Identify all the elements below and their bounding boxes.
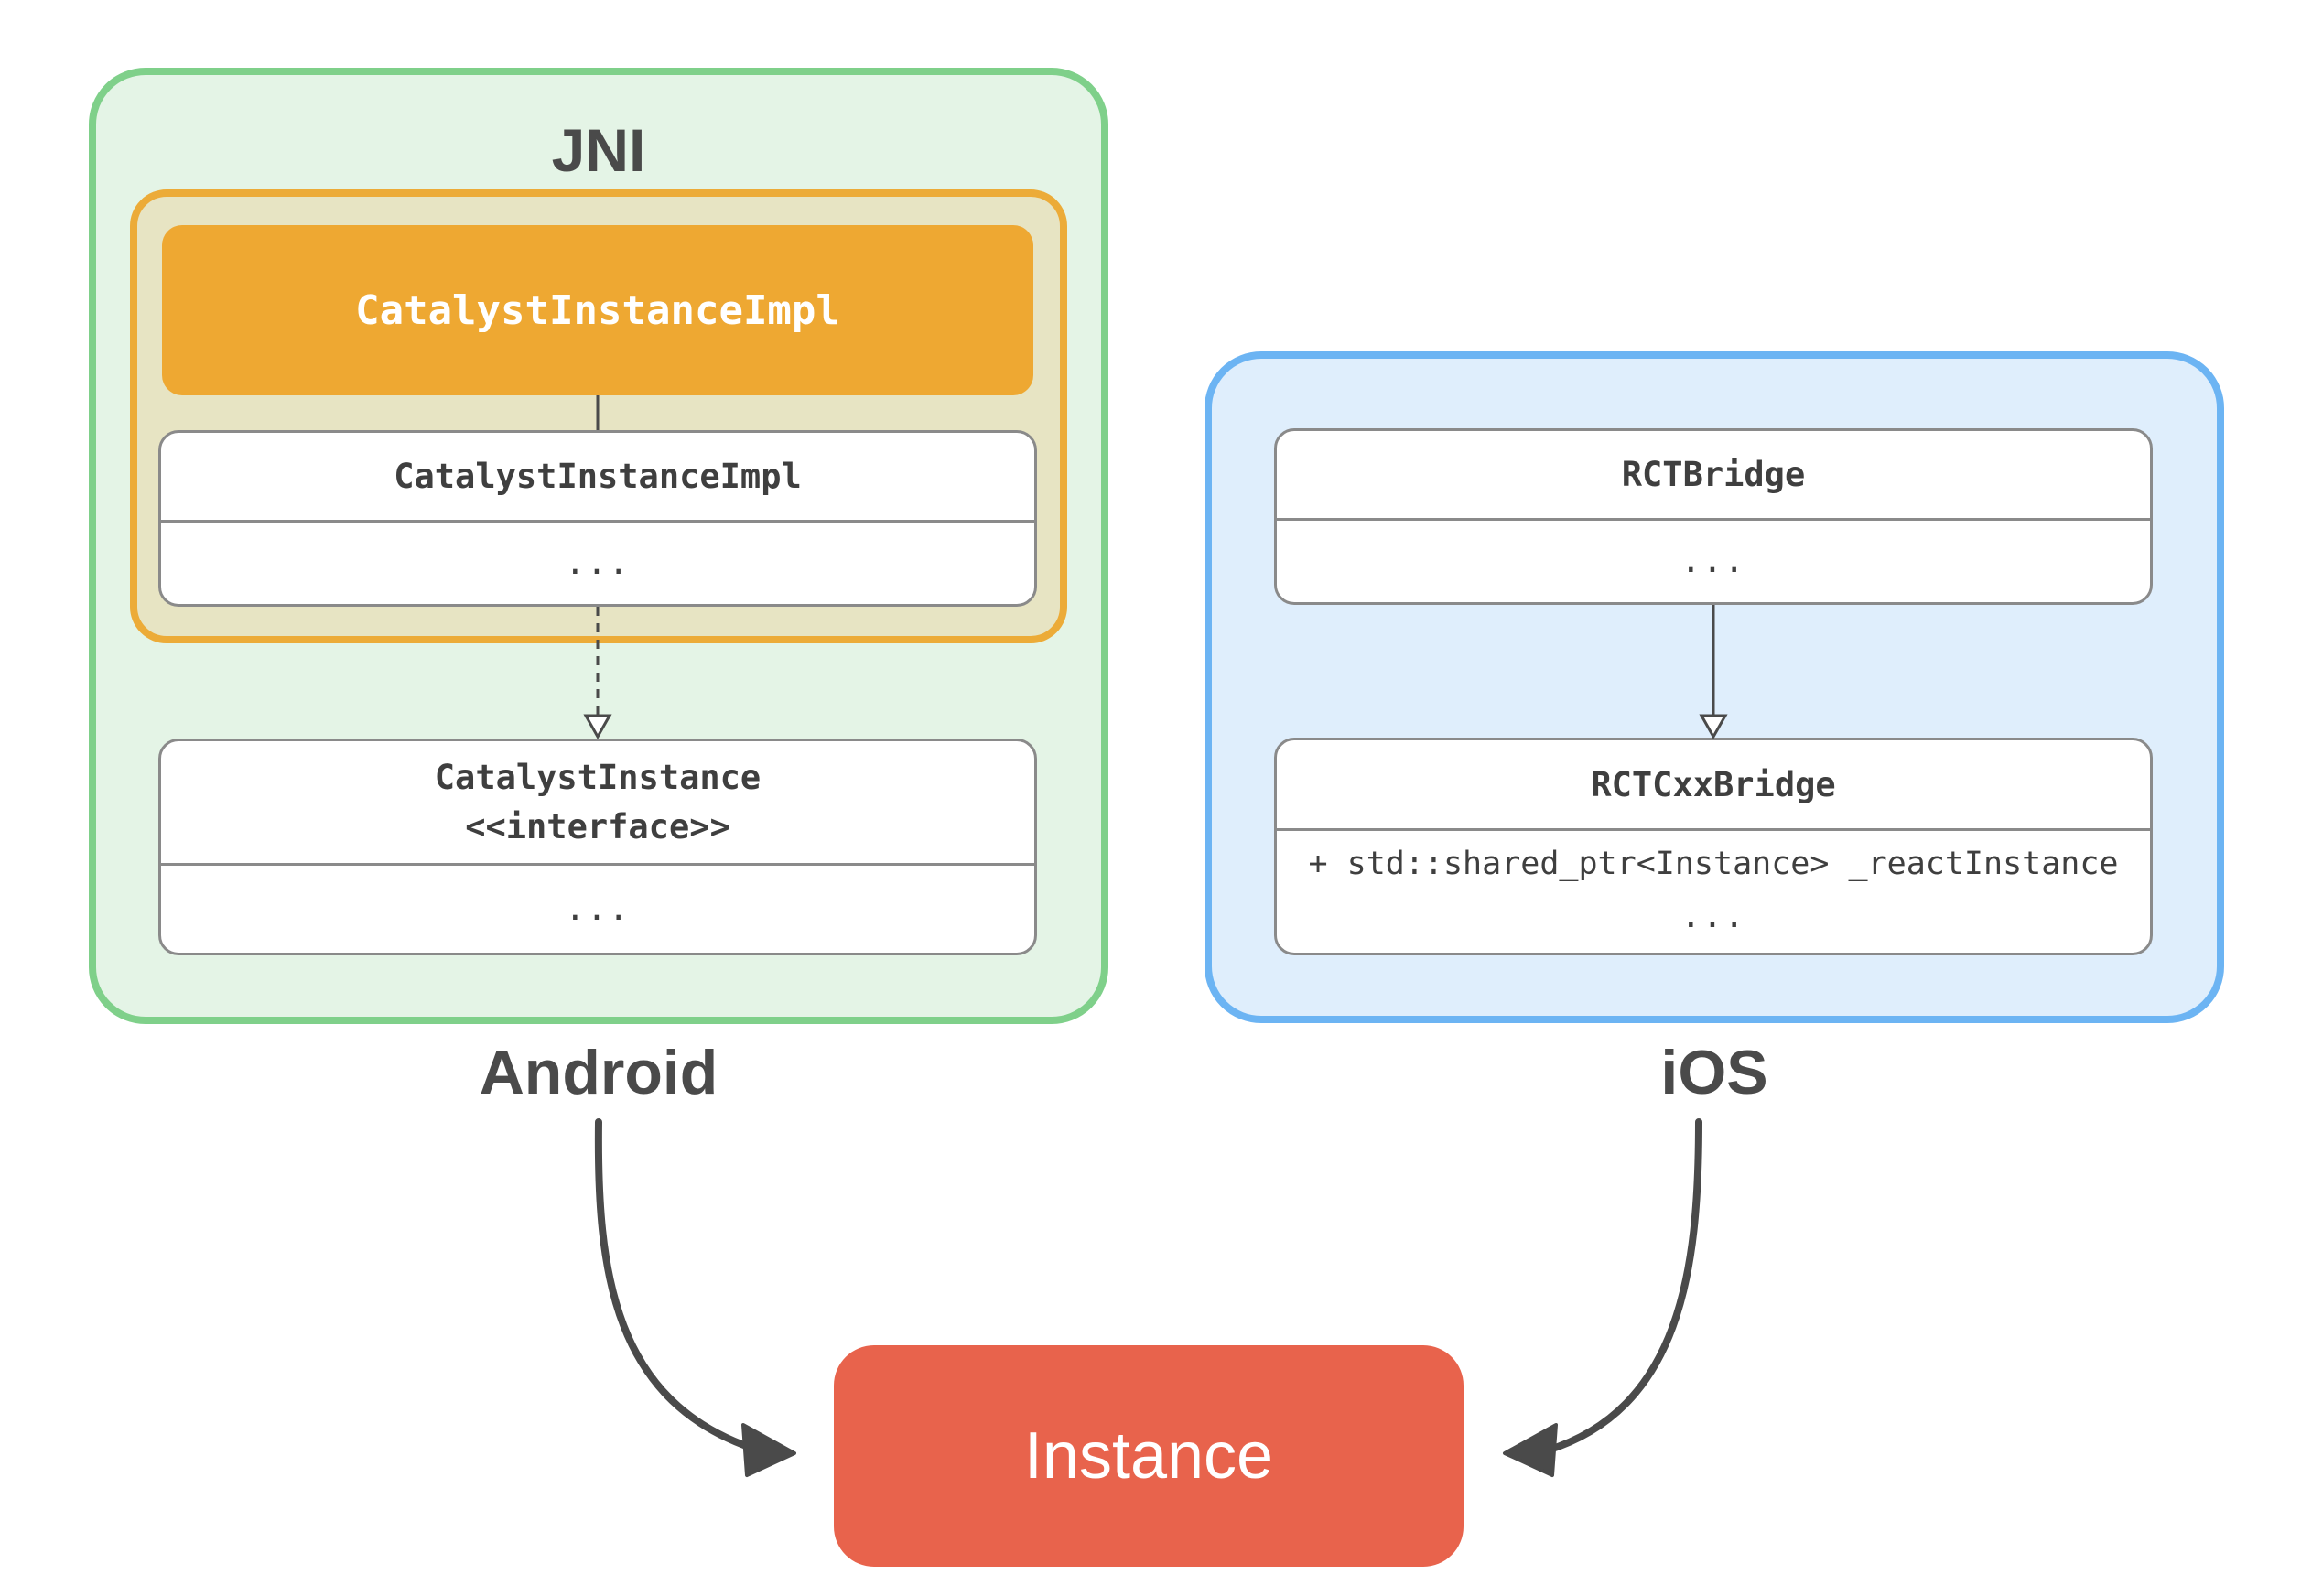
class-name: CatalystInstanceImpl — [161, 433, 1034, 523]
jni-title: JNI — [551, 116, 646, 184]
inheritance-arrowhead — [1699, 714, 1728, 740]
catalyst-instance-impl-class: CatalystInstanceImpl ... — [158, 430, 1037, 607]
android-arrowhead — [741, 1423, 796, 1477]
catalyst-instance-impl-header: CatalystInstanceImpl — [162, 225, 1033, 395]
ios-label: iOS — [1660, 1038, 1768, 1107]
class-name-line1: CatalystInstance — [434, 757, 762, 797]
realization-arrowhead — [583, 714, 612, 740]
catalyst-instance-impl-header-label: CatalystInstanceImpl — [355, 286, 840, 334]
class-body: ... — [565, 545, 631, 582]
class-body: ... — [565, 890, 631, 928]
rct-bridge-class: RCTBridge ... — [1274, 428, 2153, 605]
ios-to-instance-arrow — [1543, 1118, 1702, 1454]
class-body: ... — [1680, 543, 1746, 580]
class-body: + std::shared_ptr<Instance> _reactInstan… — [1277, 831, 2150, 953]
android-to-instance-arrow — [594, 1118, 763, 1454]
class-name: RCTBridge — [1277, 431, 2150, 521]
class-name: CatalystInstance <<interface>> — [161, 741, 1034, 866]
instance-label: Instance — [1023, 1419, 1274, 1493]
class-name: RCTCxxBridge — [1277, 740, 2150, 831]
android-label: Android — [479, 1038, 718, 1107]
catalyst-instance-interface: CatalystInstance <<interface>> ... — [158, 739, 1037, 955]
class-attribute: + std::shared_ptr<Instance> _reactInstan… — [1308, 845, 2119, 882]
ios-arrowhead — [1503, 1423, 1558, 1477]
class-body-ellipsis: ... — [1680, 897, 1746, 935]
instance-box: Instance — [834, 1345, 1464, 1567]
class-stereotype: <<interface>> — [465, 806, 730, 847]
